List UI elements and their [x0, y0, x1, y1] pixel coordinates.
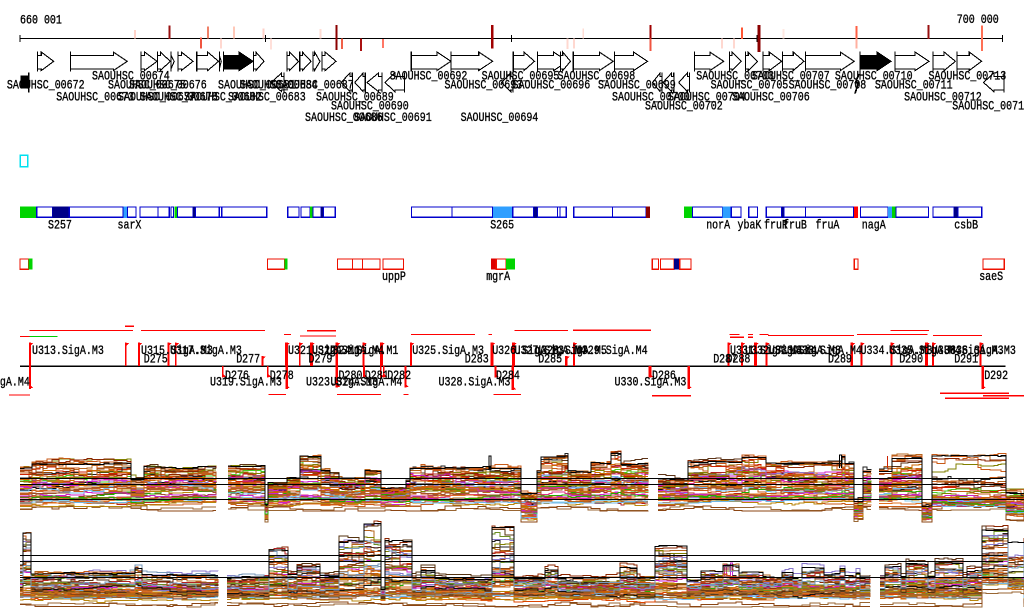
svg-text:mgrA: mgrA: [486, 269, 510, 284]
svg-text:U321.SigA.M1: U321.SigA.M1: [288, 343, 360, 358]
svg-text:S265: S265: [490, 217, 514, 232]
svg-text:fruA: fruA: [816, 217, 840, 232]
svg-text:SAOUHSC_00712: SAOUHSC_00712: [904, 89, 982, 104]
svg-text:D283: D283: [465, 351, 489, 366]
svg-text:uppP: uppP: [382, 269, 406, 284]
svg-text:SAOUHSC_00686: SAOUHSC_00686: [305, 110, 383, 125]
svg-text:D289: D289: [828, 351, 852, 366]
svg-text:SAOUHSC_00700: SAOUHSC_00700: [612, 89, 690, 104]
svg-text:SAOUHSC_00684: SAOUHSC_00684: [240, 77, 318, 92]
svg-text:U328.SigA.M3: U328.SigA.M3: [439, 375, 511, 390]
svg-text:U336.SigA.M3: U336.SigA.M3: [944, 343, 1016, 358]
svg-text:csbB: csbB: [954, 217, 978, 232]
svg-text:SAOUHSC_00707: SAOUHSC_00707: [752, 68, 830, 83]
svg-text:U313.SigA.M3: U313.SigA.M3: [32, 343, 104, 358]
svg-text:SAOUHSC_00674: SAOUHSC_00674: [92, 68, 170, 83]
svg-text:D287: D287: [713, 351, 737, 366]
svg-text:D282: D282: [387, 368, 411, 383]
svg-text:SAOUHSC_00710: SAOUHSC_00710: [835, 68, 913, 83]
svg-text:U322.SigA.M4: U322.SigA.M4: [312, 343, 384, 358]
svg-text:D292: D292: [984, 368, 1008, 383]
svg-text:D277: D277: [236, 351, 260, 366]
svg-text:U335.SigA.M4: U335.SigA.M4: [889, 343, 961, 358]
svg-text:D288: D288: [727, 351, 751, 366]
svg-text:U324.SigA.M1: U324.SigA.M1: [327, 343, 399, 358]
svg-text:SAOUHSC_00690: SAOUHSC_00690: [331, 98, 409, 113]
svg-text:U333.SigA.M3: U333.SigA.M3: [769, 343, 841, 358]
svg-text:D291: D291: [954, 351, 978, 366]
svg-text:SAOUHSC_00713: SAOUHSC_00713: [929, 68, 1007, 83]
svg-text:ybaK: ybaK: [738, 217, 762, 232]
svg-text:D285: D285: [538, 351, 562, 366]
svg-text:U336.SigA.M3: U336.SigA.M3: [932, 343, 1004, 358]
svg-text:SAOUHSC_00682: SAOUHSC_00682: [184, 89, 262, 104]
svg-text:U323.SigA.M3: U323.SigA.M3: [306, 375, 378, 390]
svg-text:U332.SigA.M4: U332.SigA.M4: [745, 343, 817, 358]
svg-text:SAOUHSC_00695: SAOUHSC_00695: [482, 68, 560, 83]
svg-text:660 001: 660 001: [20, 13, 62, 28]
svg-text:SAOUHSC_00702: SAOUHSC_00702: [645, 98, 723, 113]
svg-text:SAOUHSC_00683: SAOUHSC_00683: [228, 89, 306, 104]
svg-text:D281: D281: [365, 368, 389, 383]
svg-text:SAOUHSC_00675: SAOUHSC_00675: [108, 77, 186, 92]
svg-text:SAOUHSC_00696: SAOUHSC_00696: [513, 77, 591, 92]
svg-text:SAOUHSC_00677: SAOUHSC_00677: [118, 89, 196, 104]
svg-text:U334.SigA.M3: U334.SigA.M3: [861, 343, 933, 358]
svg-text:SAOUHSC_00698: SAOUHSC_00698: [558, 68, 636, 83]
svg-text:D278: D278: [270, 368, 294, 383]
svg-text:U312.SigA.M4: U312.SigA.M4: [0, 375, 30, 390]
svg-text:U324.SigA.M4: U324.SigA.M4: [331, 375, 403, 390]
svg-text:sarX: sarX: [118, 217, 142, 232]
svg-text:SAOUHSC_00703: SAOUHSC_00703: [696, 68, 774, 83]
svg-text:U329.SigA.M4: U329.SigA.M4: [576, 343, 648, 358]
svg-text:U317.SigA.M3: U317.SigA.M3: [170, 343, 242, 358]
svg-text:SAOUHSC_00687: SAOUHSC_00687: [276, 77, 354, 92]
svg-text:U319.SigA.M3: U319.SigA.M3: [210, 375, 282, 390]
svg-text:D284: D284: [496, 368, 520, 383]
svg-text:norA: norA: [706, 217, 730, 232]
svg-text:SAOUHSC_00672: SAOUHSC_00672: [7, 77, 85, 92]
svg-text:SAOUHSC_0071: SAOUHSC_0071: [952, 98, 1024, 113]
svg-text:SAOUHSC_00705: SAOUHSC_00705: [711, 77, 789, 92]
svg-text:S257: S257: [48, 217, 72, 232]
svg-text:SAOUHSC_00673: SAOUHSC_00673: [56, 89, 134, 104]
svg-text:SAOUHSC_00678: SAOUHSC_00678: [140, 89, 218, 104]
svg-text:U326.SigA.M3: U326.SigA.M3: [492, 343, 564, 358]
svg-text:fruB: fruB: [783, 217, 807, 232]
svg-text:700 000: 700 000: [957, 12, 999, 27]
svg-text:SAOUHSC_00708: SAOUHSC_00708: [789, 77, 867, 92]
svg-text:fruR: fruR: [764, 217, 788, 232]
svg-text:D290: D290: [899, 351, 923, 366]
svg-text:SAOUHSC_00704: SAOUHSC_00704: [668, 89, 746, 104]
svg-text:D286: D286: [652, 368, 676, 383]
svg-text:SAOUHSC_00676: SAOUHSC_00676: [129, 77, 207, 92]
svg-text:SAOUHSC_00689: SAOUHSC_00689: [316, 89, 394, 104]
svg-text:U330.SigA.M3: U330.SigA.M3: [615, 375, 687, 390]
svg-text:SAOUHSC_00711: SAOUHSC_00711: [875, 77, 953, 92]
svg-text:SAOUHSC_00694: SAOUHSC_00694: [461, 110, 539, 125]
svg-text:SAOUHSC_00681: SAOUHSC_00681: [218, 77, 296, 92]
svg-text:U328.SigA.M5: U328.SigA.M5: [535, 343, 607, 358]
svg-text:U333.SigA.M4: U333.SigA.M4: [790, 343, 862, 358]
svg-text:D276: D276: [225, 368, 249, 383]
svg-text:U325.SigA.M3: U325.SigA.M3: [412, 343, 484, 358]
svg-text:U315.SigA.M3: U315.SigA.M3: [141, 343, 213, 358]
svg-text:saeS: saeS: [979, 269, 1003, 284]
svg-text:D275: D275: [144, 351, 168, 366]
svg-text:SAOUHSC_00691: SAOUHSC_00691: [354, 110, 432, 125]
svg-text:nagA: nagA: [862, 217, 886, 232]
svg-text:SAOUHSC_00693: SAOUHSC_00693: [445, 77, 523, 92]
svg-text:SAOUHSC_00699: SAOUHSC_00699: [598, 77, 676, 92]
svg-text:U331.SigA.M4: U331.SigA.M4: [730, 343, 802, 358]
svg-text:U327.SigA.M4: U327.SigA.M4: [515, 343, 587, 358]
svg-text:SAOUHSC_00692: SAOUHSC_00692: [390, 68, 468, 83]
svg-text:D280: D280: [339, 368, 363, 383]
svg-text:SAOUHSC_00706: SAOUHSC_00706: [732, 89, 810, 104]
svg-text:D279: D279: [309, 351, 333, 366]
